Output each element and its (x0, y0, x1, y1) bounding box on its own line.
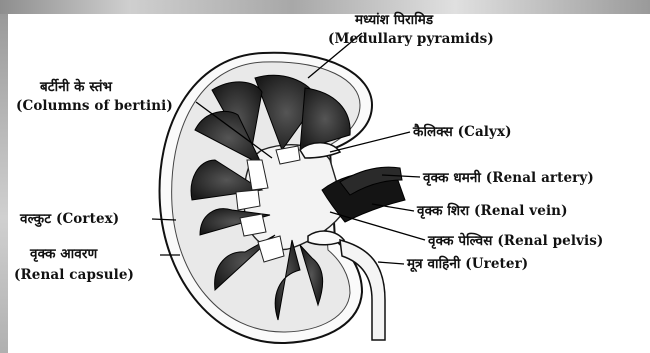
label-renal-pelvis: वृक्क पेल्विस (Renal pelvis) (428, 233, 603, 249)
label-ureter: मूत्र वाहिनी (Ureter) (407, 256, 528, 272)
label-capsule-english: (Renal capsule) (14, 267, 134, 283)
label-renal-vein: वृक्क शिरा (Renal vein) (417, 203, 568, 219)
label-cortex: वल्कुट (Cortex) (20, 211, 119, 227)
label-renal-artery: वृक्क धमनी (Renal artery) (423, 170, 594, 186)
label-calyx: कैलिक्स (Calyx) (413, 124, 512, 140)
label-columns-hindi: बर्टीनी के स्तंभ (40, 79, 112, 95)
label-capsule-hindi: वृक्क आवरण (30, 246, 97, 262)
label-pyramids-english: (Medullary pyramids) (328, 31, 494, 47)
label-pyramids-hindi: मध्यांश पिरामिड (355, 12, 433, 28)
label-columns-english: (Columns of bertini) (16, 98, 173, 114)
